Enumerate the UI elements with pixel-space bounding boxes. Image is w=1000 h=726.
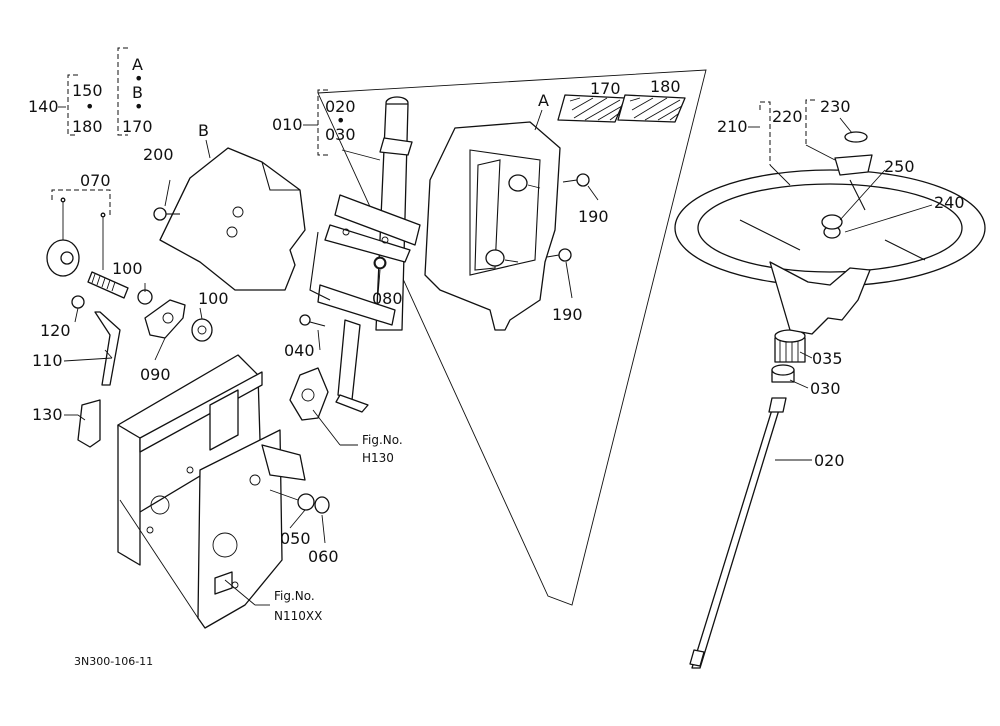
- label-250: 250: [884, 157, 915, 176]
- bolt-040-nut-080: [299, 257, 386, 327]
- label-110: 110: [32, 351, 63, 370]
- left-cover: [159, 147, 306, 291]
- label-080: 080: [372, 289, 403, 308]
- label-130: 130: [32, 405, 63, 424]
- label-090: 090: [140, 365, 171, 384]
- label-030-shaft: 030: [810, 379, 841, 398]
- label-120: 120: [40, 321, 71, 340]
- bracket-groups: [51, 47, 815, 215]
- label-dot-2: •: [134, 69, 143, 88]
- label-030-group: 030: [325, 125, 356, 144]
- label-170-group: 170: [122, 117, 153, 136]
- label-040: 040: [284, 341, 315, 360]
- label-180-decal: 180: [650, 77, 681, 96]
- label-060: 060: [308, 547, 339, 566]
- label-190-bottom: 190: [552, 305, 583, 324]
- steering-shaft: [689, 329, 806, 669]
- decal-labels: [557, 94, 686, 123]
- fig-ref-label-1: Fig.No.: [362, 433, 403, 447]
- label-220: 220: [772, 107, 803, 126]
- fig-ref-code-1: H130: [362, 451, 394, 465]
- label-020-group: 020: [325, 97, 356, 116]
- label-210: 210: [717, 117, 748, 136]
- steering-wheel: [674, 131, 986, 335]
- label-170-decal: 170: [590, 79, 621, 98]
- label-200: 200: [143, 145, 174, 164]
- label-B-cover: B: [198, 121, 209, 140]
- fig-ref-code-2: N110XX: [274, 609, 322, 623]
- label-010: 010: [272, 115, 303, 134]
- column-plane-outline: [317, 69, 707, 606]
- drawing-code: 3N300-106-11: [74, 655, 153, 668]
- label-B-group: B: [132, 83, 143, 102]
- figure-references: Fig.No. H130 Fig.No. N110XX: [274, 433, 403, 623]
- tilt-lever-parts: [46, 239, 213, 448]
- column-cover: [424, 121, 561, 331]
- nuts-050-060: [269, 489, 330, 514]
- label-020-shaft: 020: [814, 451, 845, 470]
- label-100-left: 100: [112, 259, 143, 278]
- frame-bracket: [117, 354, 306, 629]
- label-240: 240: [934, 193, 965, 212]
- part-number-labels: 140 150 • 180 A • B • 170 010 020 • 030 …: [28, 55, 965, 566]
- label-050: 050: [280, 529, 311, 548]
- label-230: 230: [820, 97, 851, 116]
- label-A-group: A: [132, 55, 143, 74]
- label-dot-4: •: [336, 111, 345, 130]
- label-dot-3: •: [134, 97, 143, 116]
- bolt-200: [153, 207, 180, 221]
- label-035: 035: [812, 349, 843, 368]
- label-140: 140: [28, 97, 59, 116]
- label-190-top: 190: [578, 207, 609, 226]
- label-070: 070: [80, 171, 111, 190]
- label-180-group: 180: [72, 117, 103, 136]
- fig-ref-label-2: Fig.No.: [274, 589, 315, 603]
- steering-column: [309, 96, 421, 413]
- leader-lines: [60, 109, 933, 606]
- label-dot-1: •: [85, 97, 94, 116]
- label-150: 150: [72, 81, 103, 100]
- bolts-190: [546, 173, 590, 262]
- universal-joint: [289, 367, 329, 421]
- label-100-right: 100: [198, 289, 229, 308]
- label-A-cover: A: [538, 91, 549, 110]
